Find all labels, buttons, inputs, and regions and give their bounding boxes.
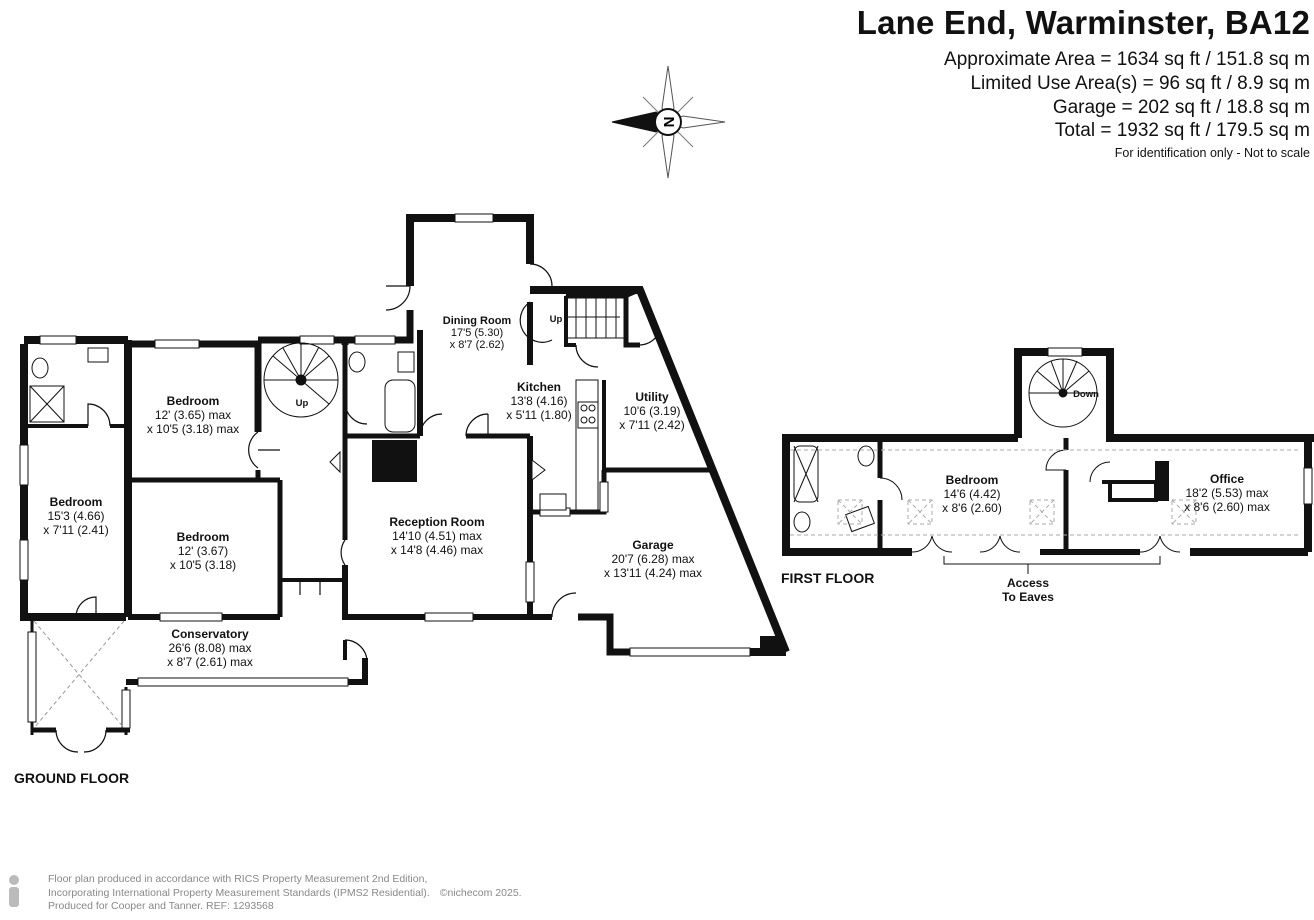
room-dim: 18'2 (5.53) max bbox=[1186, 486, 1269, 500]
room-garage: Garage 20'7 (6.28) max x 13'11 (4.24) ma… bbox=[604, 538, 702, 580]
room-utility: Utility 10'6 (3.19) x 7'11 (2.42) bbox=[619, 390, 684, 432]
room-name: Dining Room bbox=[443, 315, 512, 327]
footer-line: Incorporating International Property Mea… bbox=[48, 886, 522, 899]
room-name: Utility bbox=[635, 390, 669, 404]
room-name: Reception Room bbox=[389, 515, 484, 529]
footer-line: Floor plan produced in accordance with R… bbox=[48, 873, 428, 885]
chimney-blocks bbox=[372, 440, 784, 654]
total-area: Total = 1932 sq ft / 179.5 sq m bbox=[1054, 120, 1310, 141]
room-dim: x 10'5 (3.18) bbox=[170, 558, 236, 572]
room-first-bedroom: Bedroom 14'6 (4.42) x 8'6 (2.60) bbox=[942, 473, 1002, 515]
room-name: Bedroom bbox=[177, 530, 230, 544]
person-icon bbox=[9, 875, 19, 907]
room-dim: 20'7 (6.28) max bbox=[612, 552, 695, 566]
room-dim: 12' (3.65) max bbox=[155, 408, 231, 422]
door-swings bbox=[55, 263, 661, 753]
room-dim: x 8'7 (2.61) max bbox=[167, 655, 253, 669]
first-floor-label: FIRST FLOOR bbox=[781, 570, 874, 586]
room-dim: 14'10 (4.51) max bbox=[392, 529, 482, 543]
room-reception: Reception Room 14'10 (4.51) max x 14'8 (… bbox=[389, 515, 484, 557]
eaves-access-label: To Eaves bbox=[1002, 590, 1054, 604]
room-name: Kitchen bbox=[517, 380, 561, 394]
compass-icon: N bbox=[611, 65, 726, 179]
room-dim: 26'6 (8.08) max bbox=[169, 641, 252, 655]
first-floor-windows bbox=[1047, 347, 1313, 505]
room-bedroom-3: Bedroom 15'3 (4.66) x 7'11 (2.41) bbox=[43, 495, 108, 537]
room-dim: x 7'11 (2.41) bbox=[43, 523, 108, 537]
room-dim: 12' (3.67) bbox=[178, 544, 228, 558]
room-name: Garage bbox=[632, 538, 674, 552]
room-dim: x 7'11 (2.42) bbox=[619, 418, 684, 432]
first-floor-walls bbox=[782, 348, 1314, 556]
windows bbox=[19, 213, 751, 729]
room-dim: x 14'8 (4.46) max bbox=[391, 543, 483, 557]
garage-area: Garage = 202 sq ft / 18.8 sq m bbox=[1052, 97, 1310, 118]
room-dim: x 10'5 (3.18) max bbox=[147, 422, 239, 436]
room-dim: 17'5 (5.30) bbox=[451, 327, 503, 339]
roof-lines bbox=[33, 620, 125, 729]
room-conservatory: Conservatory 26'6 (8.08) max x 8'7 (2.61… bbox=[167, 627, 253, 669]
footer-line: Produced for Cooper and Tanner. REF: 129… bbox=[48, 900, 274, 912]
room-bedroom-1: Bedroom 12' (3.65) max x 10'5 (3.18) max bbox=[147, 394, 239, 436]
room-dim: x 5'11 (1.80) bbox=[506, 408, 571, 422]
room-name: Office bbox=[1210, 472, 1244, 486]
approximate-area: Approximate Area = 1634 sq ft / 151.8 sq… bbox=[944, 49, 1310, 70]
room-dim: 15'3 (4.66) bbox=[48, 509, 105, 523]
room-dim: 14'6 (4.42) bbox=[944, 487, 1001, 501]
room-name: Conservatory bbox=[171, 627, 249, 641]
room-name: Bedroom bbox=[50, 495, 103, 509]
room-dim: 10'6 (3.19) bbox=[624, 404, 681, 418]
room-dim: x 8'7 (2.62) bbox=[450, 339, 505, 351]
sanitary-fittings bbox=[29, 347, 599, 513]
room-dim: x 8'6 (2.60) bbox=[942, 501, 1002, 515]
room-dim: x 8'6 (2.60) max bbox=[1184, 500, 1270, 514]
stair-up-label: Up bbox=[296, 398, 309, 409]
footer: Floor plan produced in accordance with R… bbox=[48, 873, 522, 914]
stair-down-label: Down bbox=[1073, 389, 1099, 400]
disclaimer: For identification only - Not to scale bbox=[1114, 146, 1310, 160]
stair-up-label: Up bbox=[550, 314, 563, 325]
footer-brand: ©nichecom 2025. bbox=[439, 886, 522, 899]
room-kitchen: Kitchen 13'8 (4.16) x 5'11 (1.80) bbox=[506, 380, 571, 422]
room-bedroom-2: Bedroom 12' (3.67) x 10'5 (3.18) bbox=[170, 530, 236, 572]
eaves-lines bbox=[790, 449, 1300, 536]
eaves-access-label: Access bbox=[1007, 576, 1049, 590]
room-name: Bedroom bbox=[167, 394, 220, 408]
limited-use-area: Limited Use Area(s) = 96 sq ft / 8.9 sq … bbox=[970, 73, 1310, 94]
room-dim: x 13'11 (4.24) max bbox=[604, 566, 702, 580]
room-dining: Dining Room 17'5 (5.30) x 8'7 (2.62) bbox=[443, 315, 512, 351]
room-name: Bedroom bbox=[946, 473, 999, 487]
first-floor-fittings bbox=[793, 358, 1181, 574]
ground-floor-label: GROUND FLOOR bbox=[14, 770, 129, 786]
room-office: Office 18'2 (5.53) max x 8'6 (2.60) max bbox=[1184, 472, 1270, 514]
room-dim: 13'8 (4.16) bbox=[511, 394, 568, 408]
page-title: Lane End, Warminster, BA12 bbox=[856, 4, 1310, 41]
staircase-icon bbox=[263, 295, 627, 418]
compass-letter: N bbox=[661, 117, 678, 128]
